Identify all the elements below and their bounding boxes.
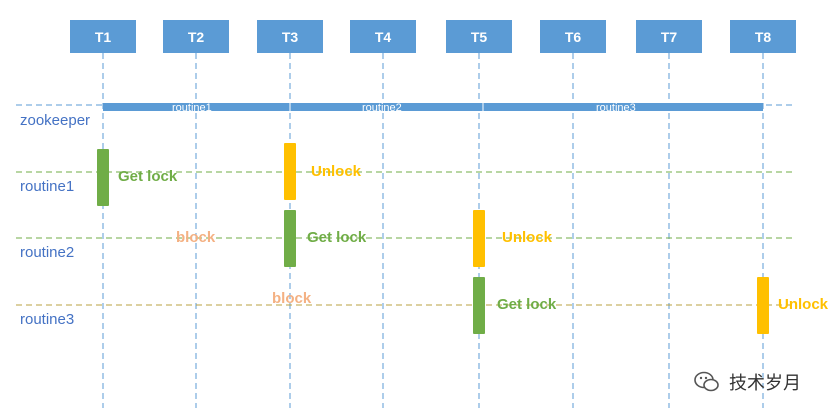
time-label-t5: T5 <box>446 20 512 53</box>
time-label-t4: T4 <box>350 20 416 53</box>
activity-block-routine1-t3 <box>284 143 296 200</box>
zookeeper-bar-label-routine3: routine3 <box>596 102 636 114</box>
time-label-t8: T8 <box>730 20 796 53</box>
event-label-routine3-get-lock: Get lock <box>497 296 557 313</box>
activity-block-routine2-t3 <box>284 210 296 267</box>
lane-label-routine2: routine2 <box>20 244 75 261</box>
lane-label-routine1: routine1 <box>20 178 75 195</box>
watermark-text: 技术岁月 <box>729 373 801 393</box>
lane-label-zookeeper: zookeeper <box>20 112 91 129</box>
event-label-routine1-unlock: Unlock <box>311 163 362 180</box>
event-label-routine1-get-lock: Get lock <box>118 168 178 185</box>
zookeeper-bar <box>103 103 763 111</box>
event-label-routine2-unlock: Unlock <box>502 229 553 246</box>
event-label-routine3-unlock: Unlock <box>778 296 829 313</box>
zookeeper-bar-label-routine2: routine2 <box>362 102 402 114</box>
wechat-icon <box>694 371 719 392</box>
time-label-t3: T3 <box>257 20 323 53</box>
event-label-routine2-block: block <box>176 229 216 246</box>
lane-label-routine3: routine3 <box>20 311 75 328</box>
event-label-routine3-block: block <box>272 290 312 307</box>
time-label-t2: T2 <box>163 20 229 53</box>
time-label-t6: T6 <box>540 20 606 53</box>
activity-block-routine1-t1 <box>97 149 109 206</box>
zookeeper-bar-label-routine1: routine1 <box>172 102 212 114</box>
activity-block-routine3-t8 <box>757 277 769 334</box>
activity-block-routine2-t5 <box>473 210 485 267</box>
event-label-routine2-get-lock: Get lock <box>307 229 367 246</box>
watermark: 技术岁月 <box>693 368 801 396</box>
time-label-t7: T7 <box>636 20 702 53</box>
time-label-t1: T1 <box>70 20 136 53</box>
activity-block-routine3-t5 <box>473 277 485 334</box>
